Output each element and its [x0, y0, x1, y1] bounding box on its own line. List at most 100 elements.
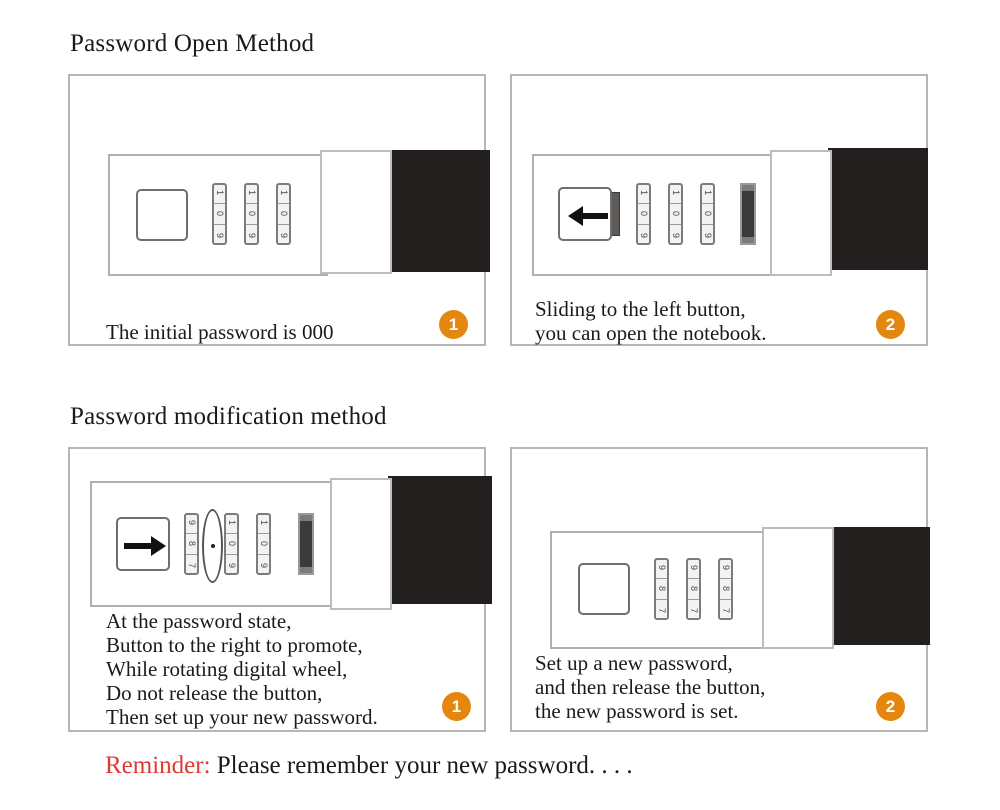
dial-digit: 0: [226, 541, 237, 547]
rotation-indicator-icon: [202, 509, 223, 583]
dial-digit: 0: [278, 211, 289, 217]
dial-digit: 8: [688, 586, 699, 592]
dial-digit: 7: [720, 608, 731, 614]
dial-digit: 7: [656, 608, 667, 614]
dial-separator: [186, 532, 197, 534]
dial-digit: 1: [278, 189, 289, 195]
lock-black-panel: [388, 476, 492, 604]
dial-separator: [214, 202, 225, 204]
dial-digit: 9: [720, 564, 731, 570]
dial-wheel[interactable]: 1 0 9: [700, 183, 715, 245]
dial-digit: 1: [214, 189, 225, 195]
dial-digit: 0: [258, 541, 269, 547]
dial-separator: [656, 577, 667, 579]
panel-initial-password: 1 0 9 1 0 9 1 0 9 The initial password i…: [68, 74, 490, 346]
page-title-password-open-method: Password Open Method: [70, 30, 315, 57]
dial-wheel[interactable]: 9 8 7: [686, 558, 701, 620]
arrow-left-icon: [568, 206, 608, 226]
dial-digit: 0: [246, 211, 257, 217]
arrow-right-icon: [124, 536, 166, 556]
slider-band: [300, 515, 312, 521]
slider-band: [300, 567, 312, 573]
dial-separator: [278, 224, 289, 226]
step-badge: 2: [876, 310, 905, 339]
dial-wheel[interactable]: 9 8 7: [718, 558, 733, 620]
slider-band: [742, 237, 754, 243]
lock-slider-strip[interactable]: [298, 513, 314, 575]
lock-illustration-3: 9 8 7 1 0 9 1 0 9: [90, 476, 492, 611]
dial-digit: 1: [702, 189, 713, 195]
dial-separator: [226, 532, 237, 534]
dial-digit: 9: [186, 519, 197, 525]
dial-digit: 9: [246, 233, 257, 239]
arrow-shaft: [124, 543, 152, 549]
lock-illustration-4: 9 8 7 9 8 7 9 8 7: [550, 527, 930, 653]
dial-digit: 9: [258, 563, 269, 569]
lock-square-button[interactable]: [578, 563, 630, 615]
dial-separator: [246, 224, 257, 226]
caption-line: Button to the right to promote,: [106, 633, 363, 657]
dial-wheel[interactable]: 1 0 9: [668, 183, 683, 245]
caption-line: Do not release the button,: [106, 681, 323, 705]
panel-caption: Sliding to the left button, you can open…: [535, 297, 767, 345]
reminder-label: Reminder:: [105, 752, 211, 779]
arrow-head: [151, 536, 166, 556]
dial-separator: [278, 202, 289, 204]
dial-digit: 9: [278, 233, 289, 239]
dial-digit: 8: [186, 541, 197, 547]
lock-illustration-2: 1 0 9 1 0 9 1 0 9: [532, 148, 928, 276]
dial-separator: [226, 554, 237, 556]
step-badge: 2: [876, 692, 905, 721]
lock-square-button[interactable]: [136, 189, 188, 241]
dial-digit: 0: [214, 211, 225, 217]
dial-wheel[interactable]: 1 0 9: [636, 183, 651, 245]
dial-wheel[interactable]: 1 0 9: [224, 513, 239, 575]
dial-digit: 9: [670, 233, 681, 239]
panel-caption: The initial password is 000: [106, 320, 333, 344]
step-badge: 1: [439, 310, 468, 339]
dial-separator: [720, 577, 731, 579]
caption-line: The initial password is 000: [106, 320, 334, 344]
dial-separator: [656, 599, 667, 601]
dial-digit: 0: [638, 211, 649, 217]
dial-wheel[interactable]: 1 0 9: [244, 183, 259, 245]
arrow-shaft: [582, 213, 608, 219]
dial-wheel[interactable]: 1 0 9: [276, 183, 291, 245]
lock-white-panel: [770, 150, 832, 276]
dial-separator: [258, 532, 269, 534]
lock-square-button[interactable]: [558, 187, 612, 241]
caption-line: and then release the button,: [535, 675, 766, 699]
dial-separator: [688, 577, 699, 579]
dial-digit: 1: [670, 189, 681, 195]
dial-wheel[interactable]: 1 0 9: [256, 513, 271, 575]
dial-separator: [214, 224, 225, 226]
dial-digit: 7: [688, 608, 699, 614]
caption-line: the new password is set.: [535, 699, 739, 723]
rotation-center-dot: [210, 544, 215, 548]
dial-wheel[interactable]: 1 0 9: [212, 183, 227, 245]
lock-black-panel: [828, 148, 928, 270]
panel-modify-password-step2: 9 8 7 9 8 7 9 8 7 Set up a new password,…: [510, 447, 930, 732]
dial-separator: [638, 224, 649, 226]
dial-separator: [258, 554, 269, 556]
dial-digit: 0: [670, 211, 681, 217]
dial-separator: [688, 599, 699, 601]
panel-caption: Set up a new password, and then release …: [535, 651, 765, 723]
lock-square-button[interactable]: [116, 517, 170, 571]
dial-wheel[interactable]: 9 8 7: [184, 513, 199, 575]
caption-line: While rotating digital wheel,: [106, 657, 348, 681]
lock-white-panel: [762, 527, 834, 649]
dial-digit: 1: [258, 519, 269, 525]
lock-slider-strip[interactable]: [740, 183, 756, 245]
dial-separator: [702, 224, 713, 226]
lock-white-panel: [330, 478, 392, 610]
dial-digit: 8: [656, 586, 667, 592]
dial-digit: 1: [638, 189, 649, 195]
dial-separator: [638, 202, 649, 204]
dial-digit: 9: [702, 233, 713, 239]
panel-modify-password-step1: 9 8 7 1 0 9 1 0 9 At the passwor: [68, 447, 492, 732]
dial-wheel[interactable]: 9 8 7: [654, 558, 669, 620]
dial-digit: 9: [656, 564, 667, 570]
caption-line: you can open the notebook.: [535, 321, 767, 345]
caption-line: At the password state,: [106, 609, 292, 633]
